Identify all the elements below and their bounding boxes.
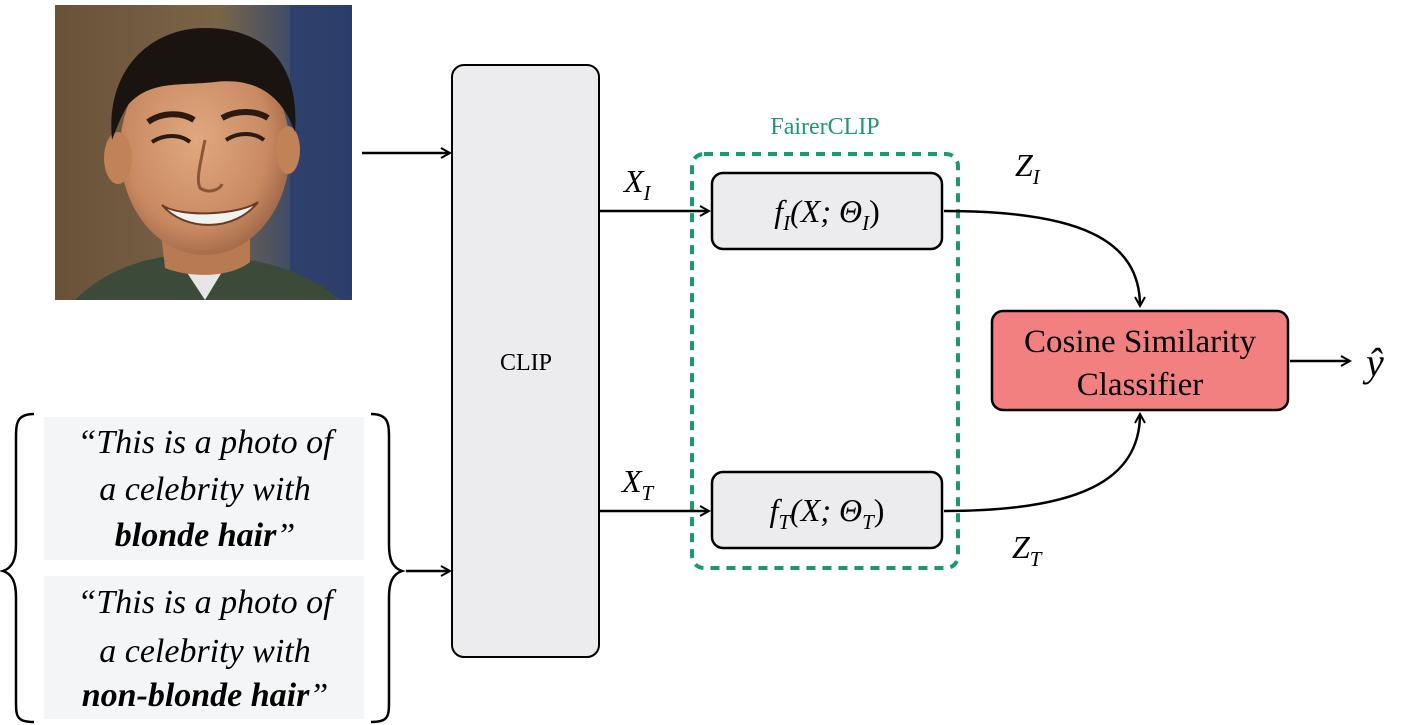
image-encoder-label: fI(X; ΘI)	[774, 193, 880, 235]
right-brace	[370, 412, 406, 724]
text-encoder-label: fT(X; ΘT)	[770, 492, 885, 534]
image-embedding-arrow	[943, 209, 1140, 306]
image-encoder-box	[710, 171, 944, 251]
prompt-box-1	[44, 417, 364, 560]
text-feature-label: XT	[620, 463, 655, 505]
prompt-1-line3: blonde hair”	[115, 517, 295, 554]
clip-encoder-box	[451, 64, 600, 658]
classifier-label-line1: Cosine Similarity	[1024, 324, 1256, 360]
prompt-1-line2: a celebrity with	[99, 471, 311, 508]
text-embedding-label: ZT	[1012, 529, 1043, 571]
celebrity-photo	[55, 5, 352, 300]
prompt-2-line2: a celebrity with	[99, 633, 311, 670]
image-embedding-label: ZI	[1015, 147, 1041, 189]
classifier-box	[990, 309, 1290, 412]
text-encoder-box	[710, 470, 944, 550]
prompt-1-line1: “This is a photo of	[77, 424, 337, 461]
prompt-2-line3: non-blonde hair”	[82, 677, 329, 714]
classifier-label-line2: Classifier	[1077, 367, 1203, 403]
text-embedding-arrow	[943, 414, 1140, 513]
prompt-2-line1: “This is a photo of	[77, 584, 337, 621]
image-feature-label: XI	[622, 163, 652, 205]
fairerclip-region	[690, 152, 960, 570]
output-label: ŷ	[1362, 340, 1384, 385]
fairerclip-label: FairerCLIP	[770, 114, 879, 140]
left-brace	[0, 412, 35, 724]
clip-label: CLIP	[500, 350, 552, 376]
prompt-box-2	[44, 576, 364, 719]
